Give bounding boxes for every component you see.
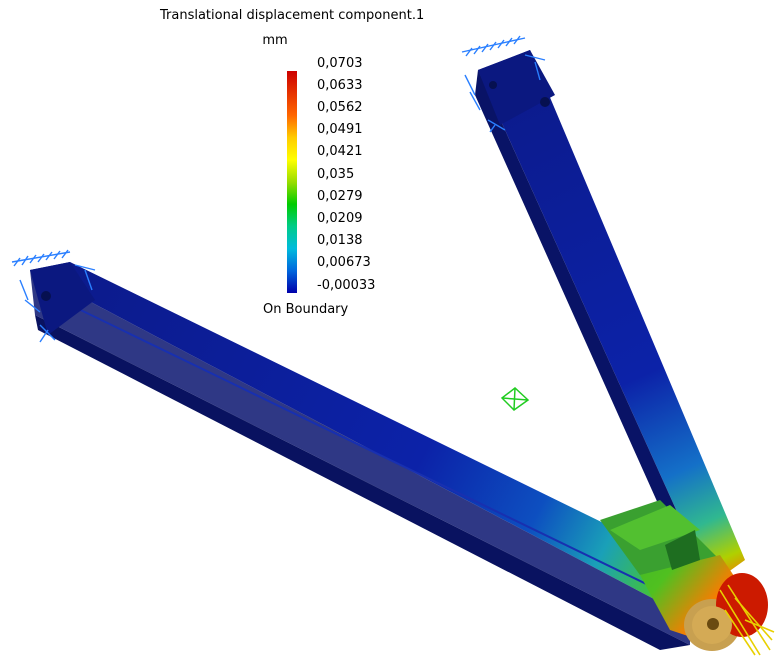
left-arm-edge	[59, 299, 701, 611]
legend-boundary-label: On Boundary	[263, 302, 349, 317]
right-arm-hole	[540, 97, 550, 107]
legend-tick: 0,0421	[317, 144, 363, 159]
legend-tick: -0,00033	[317, 278, 376, 293]
legend-tick: 0,0703	[317, 56, 363, 71]
legend-unit: mm	[262, 33, 288, 48]
joint-block	[600, 500, 768, 651]
left-arm	[30, 262, 720, 650]
legend-tick: 0,00673	[317, 255, 371, 270]
right-arm-hole-2	[489, 81, 497, 89]
right-arm-end	[478, 50, 555, 125]
axis-marker	[500, 387, 530, 411]
joint-plate	[610, 505, 700, 550]
legend-tick: 0,0138	[317, 233, 363, 248]
left-arm-side-shade	[35, 315, 690, 650]
legend-title: Translational displacement component.1	[160, 8, 425, 23]
load-arrows	[719, 584, 775, 656]
left-arm-side	[30, 270, 690, 645]
constraint-right	[461, 35, 546, 133]
legend-tick: 0,0633	[317, 78, 363, 93]
right-arm-body	[478, 50, 745, 585]
legend-tick: 0,0279	[317, 189, 363, 204]
right-arm-side	[475, 70, 710, 585]
pin-hole	[707, 618, 719, 630]
joint-cutout	[665, 530, 700, 570]
legend-tick: 0,0562	[317, 100, 363, 115]
legend-tick: 0,035	[317, 167, 355, 182]
constraint-left	[11, 249, 96, 343]
legend-tick: 0,0209	[317, 211, 363, 226]
left-arm-body	[30, 262, 720, 618]
legend-tick: 0,0491	[317, 122, 363, 137]
right-arm	[475, 50, 745, 585]
left-arm-hole	[41, 291, 51, 301]
legend-color-bar	[287, 71, 297, 293]
left-arm-end	[30, 262, 95, 335]
